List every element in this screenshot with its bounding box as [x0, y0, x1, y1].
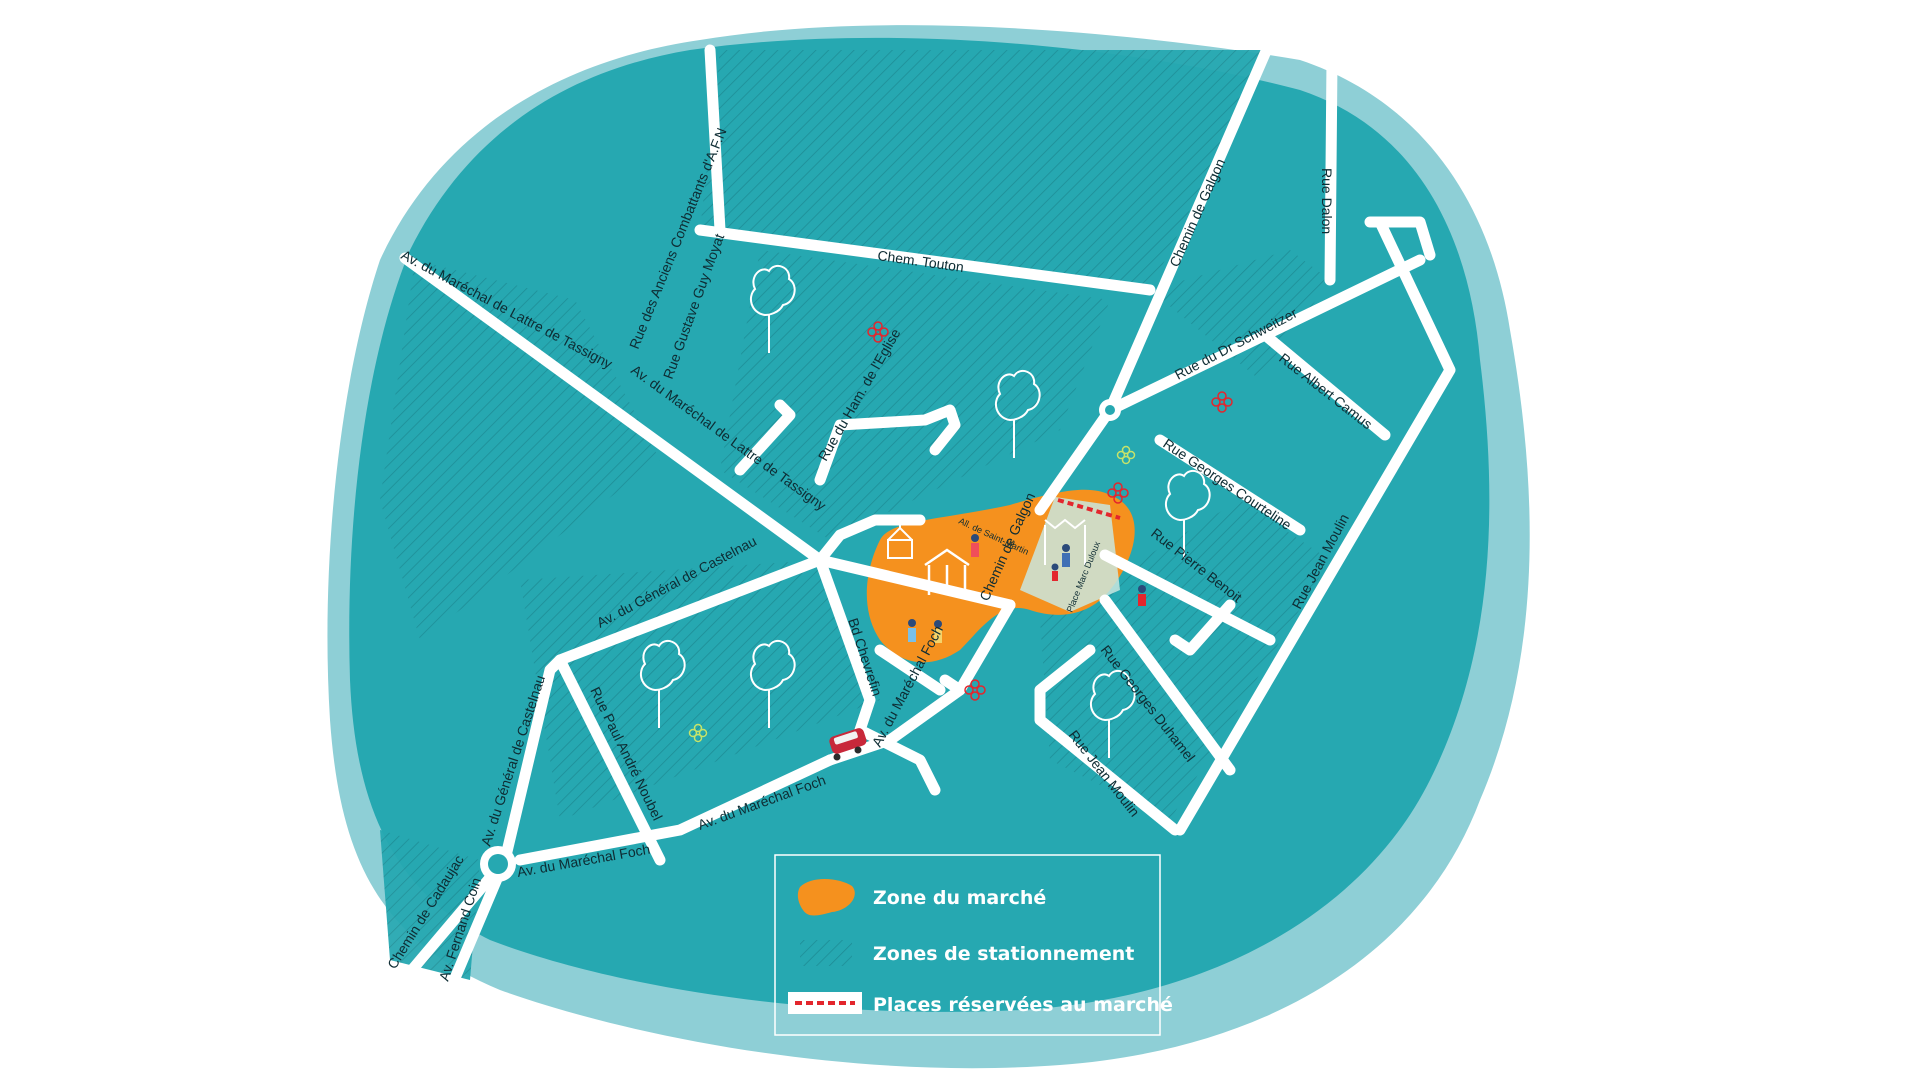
people-icon — [908, 534, 1146, 643]
legend-market-swatch — [797, 878, 855, 916]
flower-icon — [688, 723, 708, 743]
legend-parking-swatch — [800, 940, 852, 966]
reserved-market-places — [1057, 498, 1121, 520]
van-icon — [829, 728, 867, 761]
legend-reserved-swatch — [788, 992, 862, 1014]
legend: Zone du marché Zones de stationnement Pl… — [774, 854, 1173, 1036]
roundabout-southwest-center — [488, 854, 508, 874]
flower-icon — [1116, 445, 1136, 465]
legend-parking-label: Zones de stationnement — [873, 943, 1134, 965]
church-icon — [887, 518, 913, 559]
market-hall-icon — [924, 548, 970, 595]
legend-box — [774, 854, 1161, 1036]
roundabout-north-center — [1105, 405, 1115, 415]
legend-market-label: Zone du marché — [873, 887, 1046, 909]
label-dalon: Rue Dalon — [1319, 168, 1335, 234]
legend-reserved-label: Places réservées au marché — [873, 994, 1173, 1016]
fountain-icon — [1044, 518, 1086, 565]
